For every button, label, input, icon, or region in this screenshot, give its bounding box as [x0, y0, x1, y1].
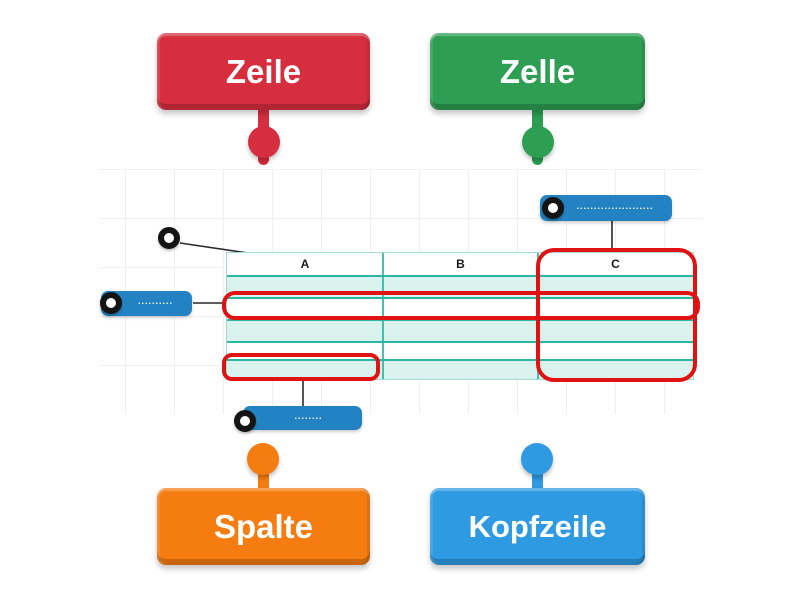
table-header-row: A B C [227, 253, 693, 275]
label-chip-kopfzeile[interactable]: Kopfzeile [430, 443, 645, 565]
placeholder-dots: .......... [137, 296, 173, 306]
highlight-row [222, 291, 700, 320]
label-chip-spalte[interactable]: Spalte [157, 443, 370, 565]
chip-knob [247, 443, 279, 475]
chip-stem [532, 451, 543, 499]
table-row [227, 297, 693, 319]
column-header-b: B [456, 257, 465, 271]
column-header-c: C [611, 257, 620, 271]
chip-button-kopfzeile[interactable]: Kopfzeile [430, 488, 645, 565]
chip-knob [522, 126, 554, 158]
placeholder-dots: ........ [294, 410, 323, 421]
chip-stem [258, 451, 269, 499]
chip-button-spalte[interactable]: Spalte [157, 488, 370, 565]
table-row [227, 359, 693, 379]
table-row [227, 319, 693, 341]
pin-cell[interactable] [234, 410, 256, 432]
label-chip-zelle[interactable]: Zelle [430, 33, 645, 165]
placeholder-dots: ...................... [576, 200, 654, 211]
column-header-a: A [300, 257, 310, 271]
answer-slot-cell[interactable]: ........ [243, 406, 362, 430]
label-chip-zeile[interactable]: Zeile [157, 33, 370, 165]
chip-button-zeile[interactable]: Zeile [157, 33, 370, 110]
chip-button-zelle[interactable]: Zelle [430, 33, 645, 110]
highlight-cell [222, 353, 380, 381]
pin-row[interactable] [100, 292, 122, 314]
chip-knob [521, 443, 553, 475]
pin-column[interactable] [542, 197, 564, 219]
chip-knob [248, 126, 280, 158]
pin-header-row[interactable] [158, 227, 180, 249]
